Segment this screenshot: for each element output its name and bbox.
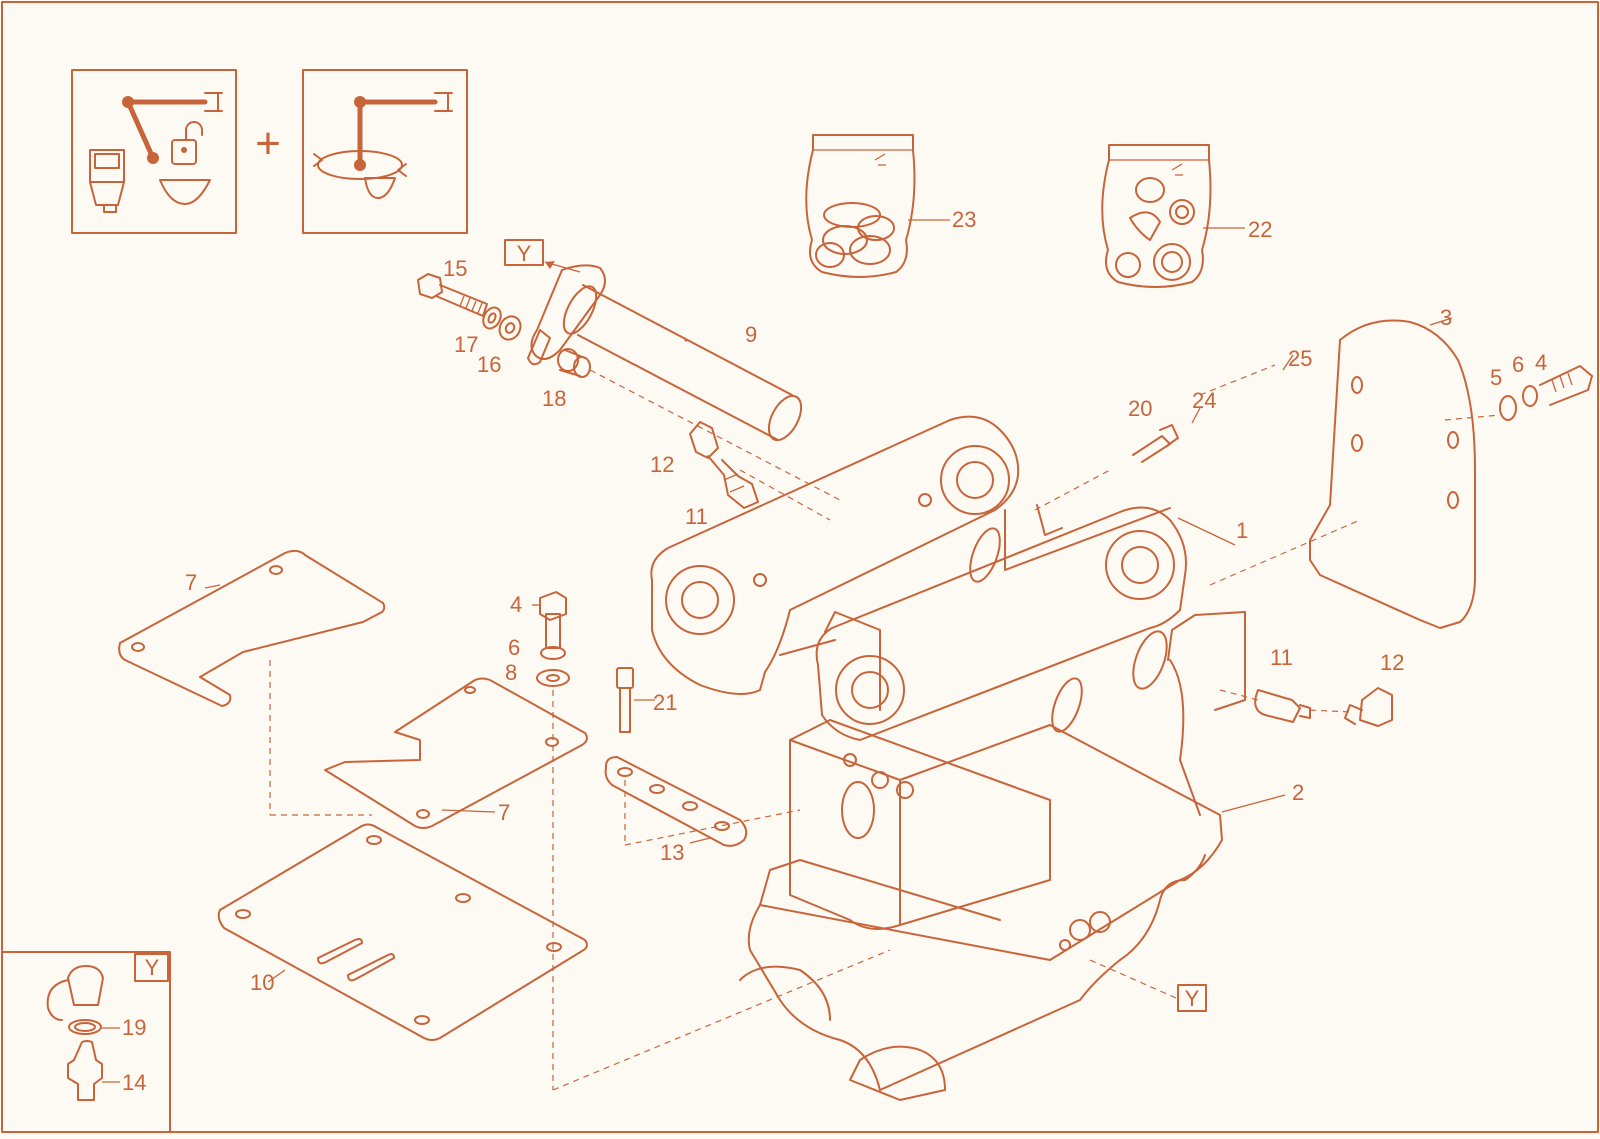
switch-unlock-bucket-icon xyxy=(71,69,237,234)
inset-view-y xyxy=(1,951,171,1133)
callout-17: 17 xyxy=(454,332,478,357)
callout-1: 1 xyxy=(1236,518,1248,543)
pin-assembly-9 xyxy=(417,239,841,521)
screw-21-bar-13 xyxy=(604,667,801,847)
cover-plate-7-upper xyxy=(118,549,386,816)
callout-12-right: 12 xyxy=(1380,650,1404,675)
callout-22: 22 xyxy=(1248,217,1272,242)
callout-8: 8 xyxy=(505,660,517,685)
callout-11-right: 11 xyxy=(1270,645,1293,670)
side-plate-3 xyxy=(1034,317,1593,629)
callout-5: 5 xyxy=(1490,365,1502,390)
callout-6-left: 6 xyxy=(508,635,520,660)
view-y-label-top: Y xyxy=(517,241,532,266)
callout-20: 20 xyxy=(1128,396,1152,421)
callout-23: 23 xyxy=(952,207,976,232)
grease-fitting-right xyxy=(1219,687,1393,727)
callout-3: 3 xyxy=(1440,305,1452,330)
bearing-kit-bag-22 xyxy=(1101,144,1245,288)
plus-sign: + xyxy=(255,119,281,168)
lower-frame-2 xyxy=(739,659,1286,1101)
cover-plate-7-lower xyxy=(324,677,588,829)
callout-16: 16 xyxy=(477,352,501,377)
callout-4-right: 4 xyxy=(1535,350,1547,375)
callout-15: 15 xyxy=(443,256,467,281)
callout-7-lower: 7 xyxy=(498,800,510,825)
callout-13: 13 xyxy=(660,840,684,865)
callout-14: 14 xyxy=(122,1070,146,1095)
callout-11-left: 11 xyxy=(685,504,708,529)
base-plate-10 xyxy=(217,823,588,1041)
upper-frame-1 xyxy=(650,415,1246,741)
callout-6-right: 6 xyxy=(1512,352,1524,377)
callout-4-left: 4 xyxy=(510,592,522,617)
callout-7-upper: 7 xyxy=(185,570,197,595)
callout-10: 10 xyxy=(250,970,274,995)
callout-9: 9 xyxy=(745,322,757,347)
view-markers: Y Y Y xyxy=(145,241,1200,1011)
bolt-4-washers xyxy=(532,591,891,1091)
seal-kit-bag-23 xyxy=(805,134,950,278)
view-y-label-inset: Y xyxy=(145,955,160,980)
callout-labels: 1 2 3 4 4 5 6 6 7 7 8 9 10 11 11 12 12 1… xyxy=(122,207,1547,1095)
view-y-box-inset xyxy=(134,953,169,982)
callout-19: 19 xyxy=(122,1015,146,1040)
view-y-box-right xyxy=(1177,984,1207,1012)
callout-18: 18 xyxy=(542,386,566,411)
rotate-bucket-icon xyxy=(302,69,468,234)
callout-2: 2 xyxy=(1292,780,1304,805)
callout-21: 21 xyxy=(653,690,677,715)
view-y-box-top xyxy=(504,239,544,266)
callout-25: 25 xyxy=(1288,346,1312,371)
view-y-label-right: Y xyxy=(1185,986,1200,1011)
callout-24: 24 xyxy=(1192,388,1216,413)
callout-12-left: 12 xyxy=(650,452,674,477)
